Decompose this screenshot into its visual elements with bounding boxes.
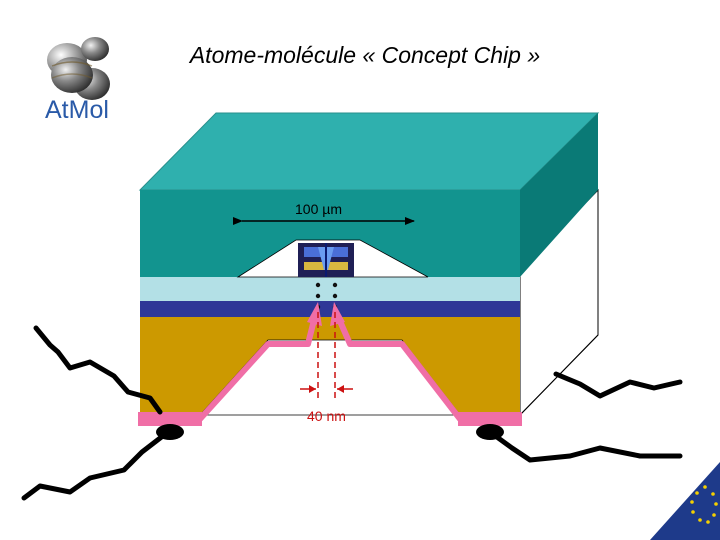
chip-block bbox=[138, 112, 600, 417]
nano-probe-icon bbox=[298, 243, 354, 277]
page-title: Atome-molécule « Concept Chip » bbox=[189, 42, 541, 68]
wire-right bbox=[487, 371, 683, 463]
gap-label: 40 nm bbox=[307, 408, 346, 424]
eu-flag-icon bbox=[650, 462, 720, 540]
wire-left bbox=[21, 325, 171, 501]
gap-marker-40nm bbox=[300, 312, 353, 398]
dark-blue-layer bbox=[140, 301, 520, 317]
light-blue-layer bbox=[140, 277, 520, 301]
teal-front-face bbox=[140, 190, 520, 277]
width-label: 100 µm bbox=[295, 201, 342, 217]
atmol-logo-icon bbox=[47, 37, 110, 100]
pink-electrodes bbox=[138, 302, 522, 426]
atmol-logo-text: AtMol bbox=[45, 96, 109, 124]
teal-right-face bbox=[520, 113, 598, 277]
teal-top-face bbox=[138, 112, 600, 191]
